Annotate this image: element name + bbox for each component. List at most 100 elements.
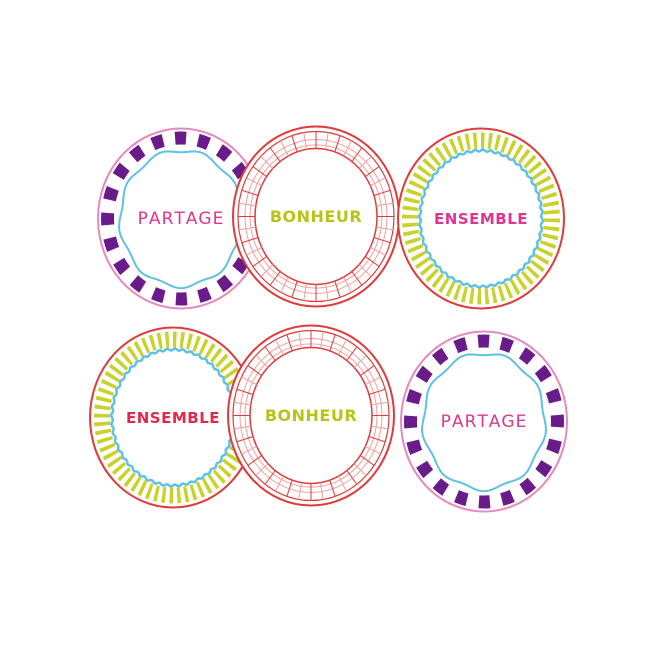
- plate-2-graphic: [232, 125, 400, 308]
- yellow-stripe: [95, 428, 112, 436]
- grid-spoke: [360, 365, 375, 376]
- grid-spoke: [233, 401, 251, 406]
- grid-spoke: [338, 475, 347, 492]
- grid-spoke: [280, 140, 289, 157]
- purple-stripe: [216, 274, 234, 293]
- yellow-stripe: [500, 136, 509, 154]
- plate-5-graphic: [227, 324, 395, 507]
- yellow-stripe: [217, 464, 232, 478]
- yellow-stripe: [494, 134, 502, 151]
- yellow-stripe: [543, 209, 560, 215]
- grid-spoke: [351, 147, 363, 162]
- grid-spoke: [370, 246, 386, 256]
- yellow-stripe: [538, 183, 555, 194]
- yellow-stripe: [477, 288, 481, 305]
- yellow-stripe: [96, 435, 114, 445]
- yellow-stripe: [99, 442, 116, 453]
- grid-spoke: [241, 237, 259, 244]
- purple-stripe: [113, 257, 131, 276]
- purple-stripe: [478, 495, 491, 509]
- wavy-line: [421, 353, 547, 493]
- yellow-stripe: [543, 218, 560, 223]
- grid-spoke: [291, 135, 298, 152]
- yellow-stripe: [126, 345, 139, 361]
- yellow-stripe: [148, 334, 157, 351]
- plate-rim: [227, 324, 395, 507]
- yellow-stripe: [414, 256, 431, 270]
- yellow-stripe: [195, 481, 206, 498]
- grid-spoke: [370, 177, 386, 187]
- grid-spoke: [353, 355, 367, 368]
- grid-spoke: [358, 156, 372, 169]
- yellow-stripe: [497, 285, 506, 302]
- purple-stripe: [406, 439, 423, 455]
- yellow-stripe: [531, 167, 548, 181]
- grid-spoke: [252, 166, 267, 177]
- yellow-stripe: [102, 449, 119, 461]
- grid-spoke: [255, 355, 269, 368]
- purple-stripe: [518, 347, 536, 365]
- yellow-stripe: [434, 146, 447, 162]
- purple-stripe: [431, 347, 449, 366]
- yellow-stripe: [120, 350, 134, 366]
- yellow-stripe: [176, 487, 182, 504]
- purple-stripe: [129, 275, 147, 293]
- yellow-stripe: [407, 243, 424, 254]
- purple-stripe: [477, 334, 490, 348]
- yellow-stripe: [542, 200, 559, 208]
- grid-spoke: [238, 226, 256, 231]
- purple-stripe: [112, 162, 130, 180]
- grid-spoke: [320, 482, 324, 500]
- yellow-stripe: [117, 467, 131, 482]
- yellow-stripe: [173, 331, 177, 348]
- yellow-stripe: [539, 240, 557, 249]
- grid-spoke: [286, 334, 293, 351]
- grid-spoke: [252, 256, 267, 267]
- yellow-stripe: [403, 196, 421, 204]
- plate-rim: [232, 125, 400, 308]
- yellow-stripe: [215, 353, 229, 368]
- grid-spoke: [298, 482, 302, 500]
- yellow-stripe: [161, 486, 167, 504]
- purple-stripe: [415, 365, 433, 383]
- yellow-stripe: [189, 484, 198, 501]
- yellow-stripe: [448, 138, 459, 155]
- grid-spoke: [260, 264, 274, 277]
- yellow-stripe: [530, 259, 545, 273]
- yellow-stripe: [106, 455, 123, 469]
- yellow-stripe: [130, 476, 142, 492]
- purple-stripe: [550, 414, 564, 428]
- yellow-stripe: [186, 333, 194, 350]
- yellow-stripe: [201, 478, 213, 494]
- grid-spoke: [303, 283, 307, 301]
- grid-spoke: [325, 283, 329, 301]
- grid-spoke: [247, 365, 262, 376]
- yellow-stripe: [491, 286, 498, 304]
- grid-spoke: [343, 276, 352, 293]
- purple-stripe: [175, 292, 188, 306]
- yellow-stripe: [111, 461, 127, 476]
- grid-spoke: [275, 475, 284, 492]
- yellow-stripe: [506, 139, 517, 156]
- grid-spoke: [376, 202, 394, 207]
- grid-spoke: [334, 281, 341, 298]
- grid-spoke: [371, 425, 389, 430]
- plate-4-graphic: [89, 326, 257, 509]
- yellow-stripe: [543, 225, 560, 232]
- grid-spoke: [368, 436, 386, 443]
- grid-spoke: [320, 331, 324, 349]
- yellow-stripe: [145, 482, 154, 500]
- grid-spoke: [376, 226, 394, 231]
- grid-spoke: [241, 376, 257, 386]
- grid-spoke: [365, 445, 381, 455]
- purple-stripe: [499, 336, 514, 353]
- yellow-stripe: [402, 222, 419, 228]
- grid-spoke: [255, 463, 269, 476]
- grid-spoke: [303, 132, 307, 150]
- purple-stripe: [500, 489, 515, 506]
- purple-stripe: [103, 185, 119, 202]
- wavy-line: [109, 347, 237, 488]
- purple-stripe: [404, 415, 418, 429]
